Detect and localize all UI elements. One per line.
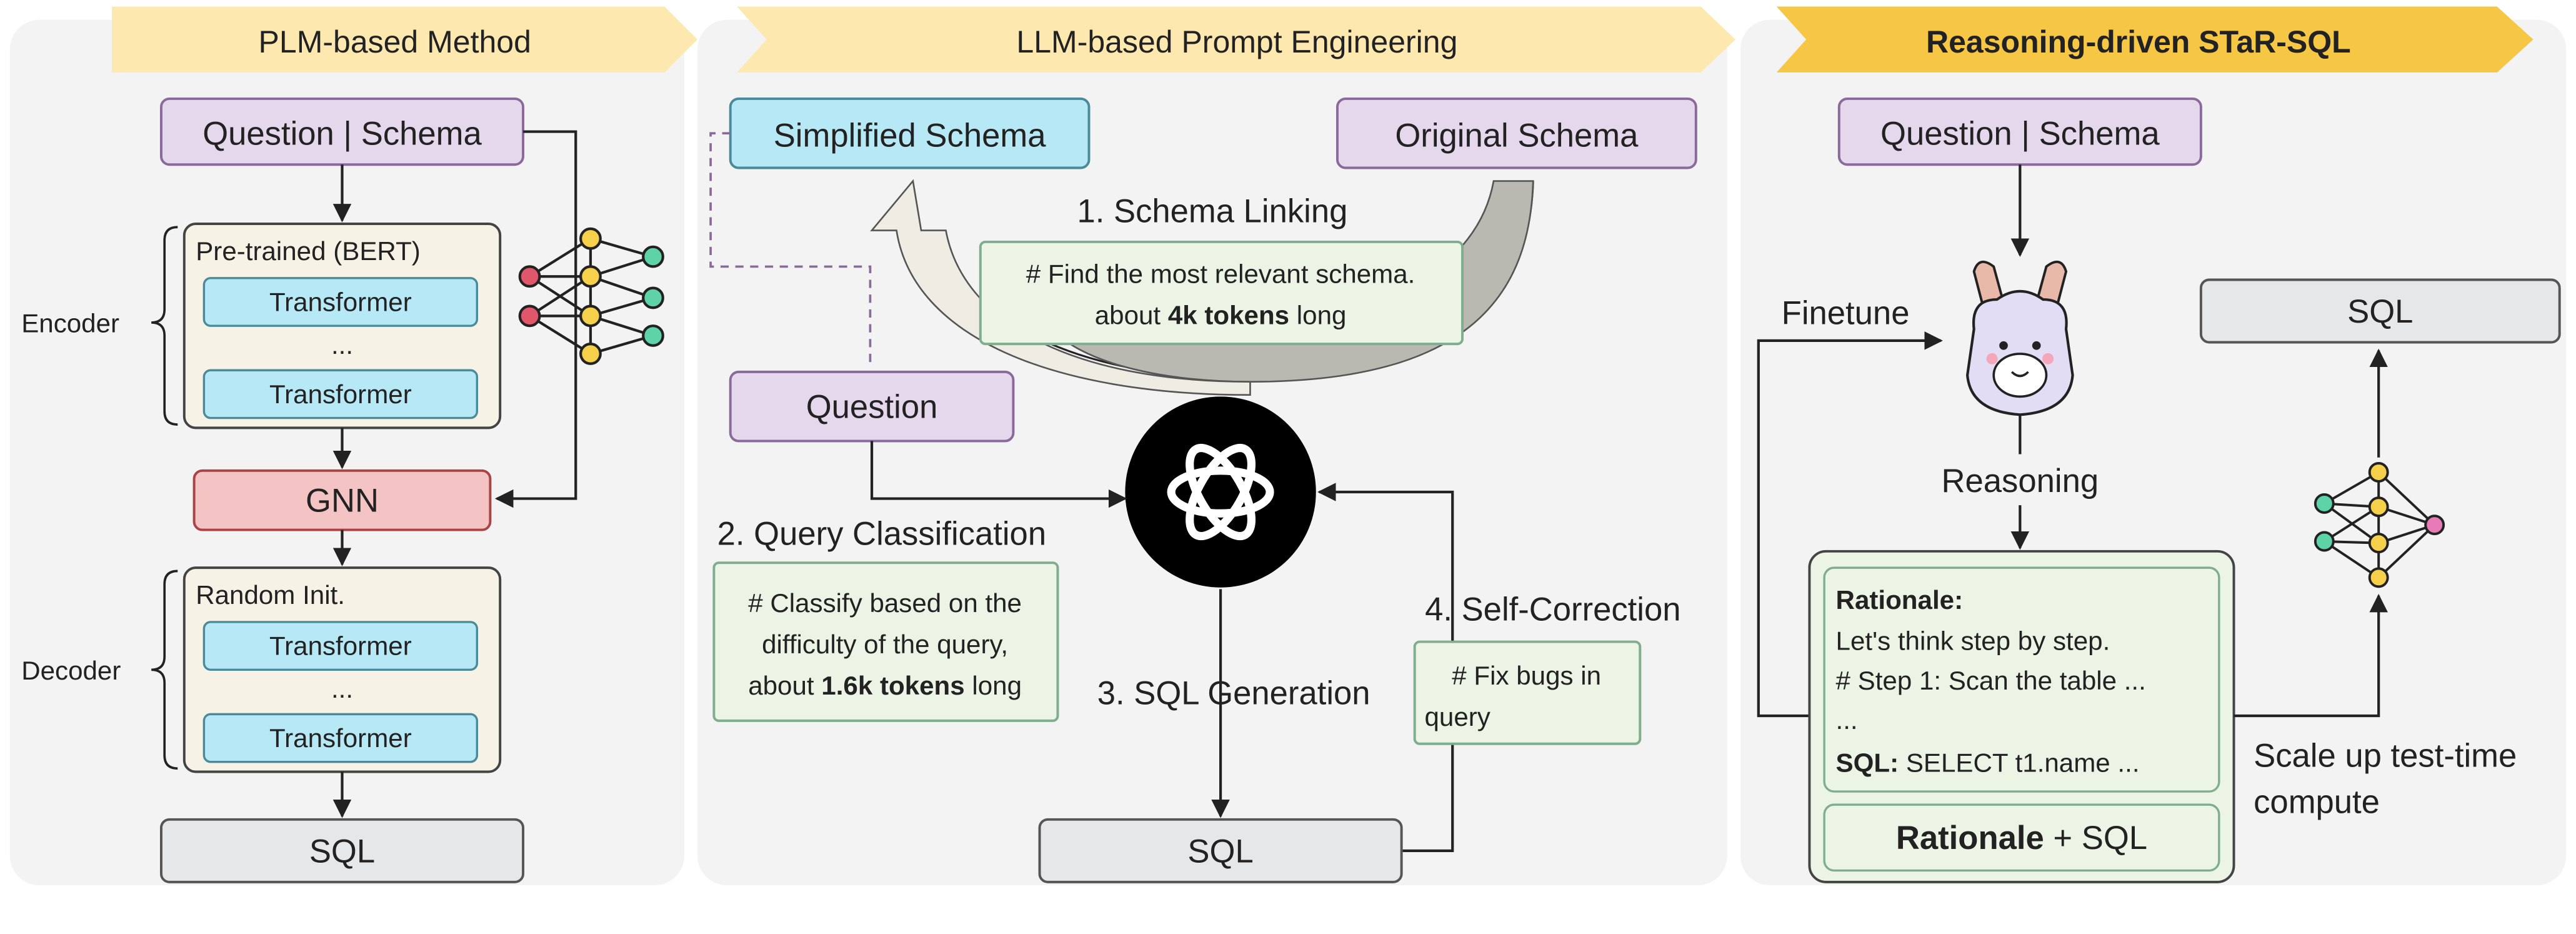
- step4-label: 4. Self-Correction: [1425, 591, 1680, 628]
- rationale-sql-line: SQL: SELECT t1.name ...: [1836, 748, 2140, 778]
- finetune-loop-arrow: [1757, 331, 1943, 718]
- encoder-transformer-top-label: Transformer: [269, 287, 412, 316]
- rationale-sql-box: [1823, 803, 2220, 872]
- schema-linking-note: [979, 240, 1464, 346]
- note2-line3: about 1.6k tokens long: [748, 671, 1022, 700]
- decoder-transformer-top-label: Transformer: [269, 631, 412, 661]
- plm-sql-box: [159, 818, 525, 883]
- star-sql-label: SQL: [2347, 293, 2413, 330]
- llm-sql-box: [1038, 818, 1403, 883]
- encoder-transformer-top: [202, 277, 479, 327]
- step1-label: 1. Schema Linking: [1077, 193, 1347, 229]
- decoder-transformer-top: [202, 621, 479, 671]
- graph-network-icon: [518, 227, 664, 365]
- encoder-ellipsis: ...: [331, 330, 353, 359]
- step3-label: 3. SQL Generation: [1097, 675, 1370, 712]
- note4-line1: # Fix bugs in: [1452, 661, 1601, 690]
- gnn-label: GNN: [306, 483, 379, 520]
- decoder-label: Decoder: [21, 656, 121, 685]
- note1-line2: about 4k tokens long: [1095, 301, 1347, 330]
- rationale-inner-box: [1823, 566, 2220, 793]
- encoder-label: Encoder: [21, 309, 119, 338]
- encoder-transformer-bottom: [202, 369, 479, 419]
- simplified-schema-label: Simplified Schema: [774, 117, 1047, 154]
- llm-title: LLM-based Prompt Engineering: [1016, 24, 1457, 59]
- decoder-ellipsis: ...: [331, 674, 353, 703]
- neural-network-icon: [2314, 461, 2445, 588]
- step2-label: 2. Query Classification: [717, 515, 1046, 552]
- star-sql-box: [2199, 278, 2561, 344]
- note2-line2: difficulty of the query,: [762, 630, 1008, 659]
- self-correction-note: [1413, 640, 1642, 745]
- rationale-line3: ...: [1836, 705, 1858, 735]
- llm-sql-label: SQL: [1187, 833, 1253, 870]
- original-schema-label: Original Schema: [1395, 117, 1639, 154]
- note1-line1: # Find the most relevant schema.: [1026, 259, 1415, 289]
- rationale-title: Rationale:: [1836, 585, 1964, 615]
- query-classification-note: [712, 561, 1059, 722]
- reasoning-label: Reasoning: [1942, 463, 2099, 500]
- scale-up-line2: compute: [2254, 783, 2380, 820]
- llama-model-icon: [1965, 260, 2074, 416]
- decoder-brace: [151, 570, 178, 770]
- decoder-transformer-bottom: [202, 713, 479, 763]
- rationale-sql-label: Rationale + SQL: [1896, 820, 2147, 856]
- plm-input-label: Question | Schema: [202, 116, 482, 153]
- plm-title: PLM-based Method: [259, 24, 531, 59]
- llm-title-banner: [737, 6, 1735, 73]
- question-label: Question: [806, 389, 938, 426]
- schema-linking-light-arrow: [870, 179, 1251, 396]
- rationale-line2: # Step 1: Scan the table ...: [1836, 666, 2146, 695]
- scale-up-line1: Scale up test-time: [2254, 738, 2517, 775]
- question-to-llm-arrow: [870, 441, 1127, 508]
- original-schema-box: [1336, 97, 1697, 169]
- encoder-brace: [151, 226, 178, 426]
- question-schema-dashed-link: [709, 132, 872, 369]
- encoder-box-label: Pre-trained (BERT): [196, 236, 421, 266]
- note2-line1: # Classify based on the: [748, 588, 1022, 618]
- star-title: Reasoning-driven STaR-SQL: [1926, 24, 2351, 59]
- decoder-transformer-bottom-label: Transformer: [269, 723, 412, 753]
- finetune-label: Finetune: [1782, 295, 1910, 332]
- plm-sql-label: SQL: [309, 833, 375, 870]
- star-input-label: Question | Schema: [1880, 116, 2160, 153]
- decoder-box-label: Random Init.: [196, 580, 345, 610]
- scale-up-arrow: [2234, 593, 2388, 718]
- star-title-banner: [1776, 6, 2534, 73]
- note4-line2: query: [1424, 702, 1490, 731]
- rationale-line1: Let's think step by step.: [1836, 626, 2110, 656]
- encoder-transformer-bottom-label: Transformer: [269, 379, 412, 409]
- plm-title-banner: [111, 6, 698, 73]
- llm-logo-icon: [1125, 396, 1316, 588]
